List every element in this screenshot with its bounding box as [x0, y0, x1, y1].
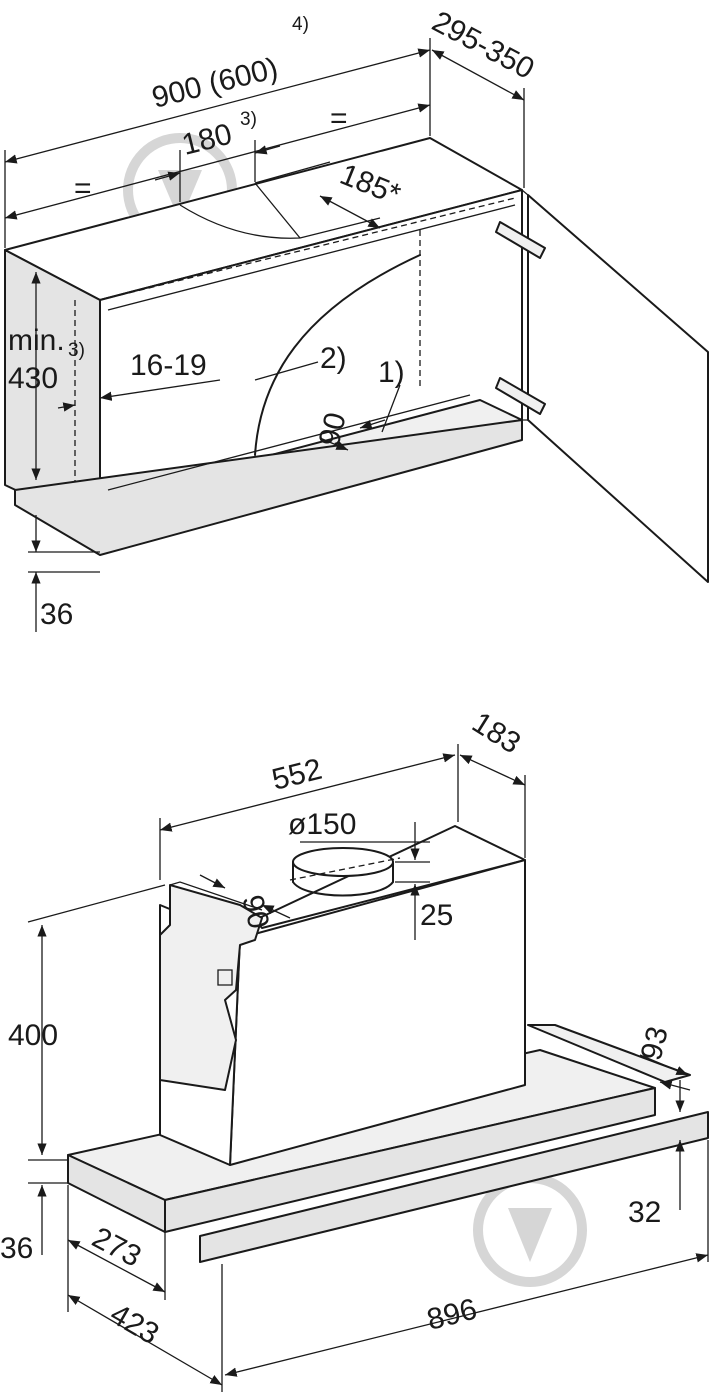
canopy-label: 36	[0, 1232, 33, 1265]
callout-1: 1)	[378, 356, 405, 389]
brand-drop-icon	[473, 1173, 587, 1287]
trim-label: 32	[628, 1196, 661, 1229]
collar-label: 25	[420, 899, 453, 932]
hood-diagram: 552 183 ø150 90 25 400 36 93 3	[0, 706, 709, 1392]
panel-label: 16-19	[130, 349, 207, 382]
min-prefix: min.	[8, 324, 65, 357]
side-bracket	[159, 884, 263, 1091]
cabinet-door	[527, 194, 709, 583]
duct-label: ø150	[288, 808, 356, 841]
hinge-upper	[495, 221, 546, 259]
duct-outline	[254, 254, 421, 456]
opening-label: 180	[179, 118, 236, 162]
hood-front-strip	[14, 419, 523, 556]
bottom-label: 36	[40, 598, 73, 631]
height-label: 430	[8, 362, 58, 395]
canopy-front-long	[164, 1087, 656, 1233]
depth-label: 295-350	[427, 5, 540, 86]
equal-left-mark: =	[74, 172, 92, 205]
equal-right-mark: =	[330, 102, 348, 135]
hinge-lower	[495, 377, 546, 415]
height-label: 400	[8, 1019, 58, 1052]
depth-inner-label: 273	[87, 1221, 147, 1274]
callout-2: 2)	[320, 342, 347, 375]
width-label: 900 (600)	[149, 52, 282, 115]
width-label: 896	[424, 1293, 481, 1337]
height-note: 3)	[68, 340, 85, 361]
duct-collar-top	[292, 847, 394, 877]
offset-label: 90	[235, 892, 275, 932]
opening-note: 3)	[240, 109, 257, 130]
setback-label: 90	[313, 409, 353, 449]
width-note: 4)	[292, 14, 309, 35]
front-label: 93	[635, 1023, 675, 1063]
canopy-back-glass	[527, 1024, 691, 1083]
depth-outer-label: 423	[105, 1297, 165, 1351]
cabinet-diagram: 900 (600) 4) 295-350 = = 180 3) 185* min…	[4, 5, 709, 632]
motor-depth-label: 183	[466, 706, 526, 761]
